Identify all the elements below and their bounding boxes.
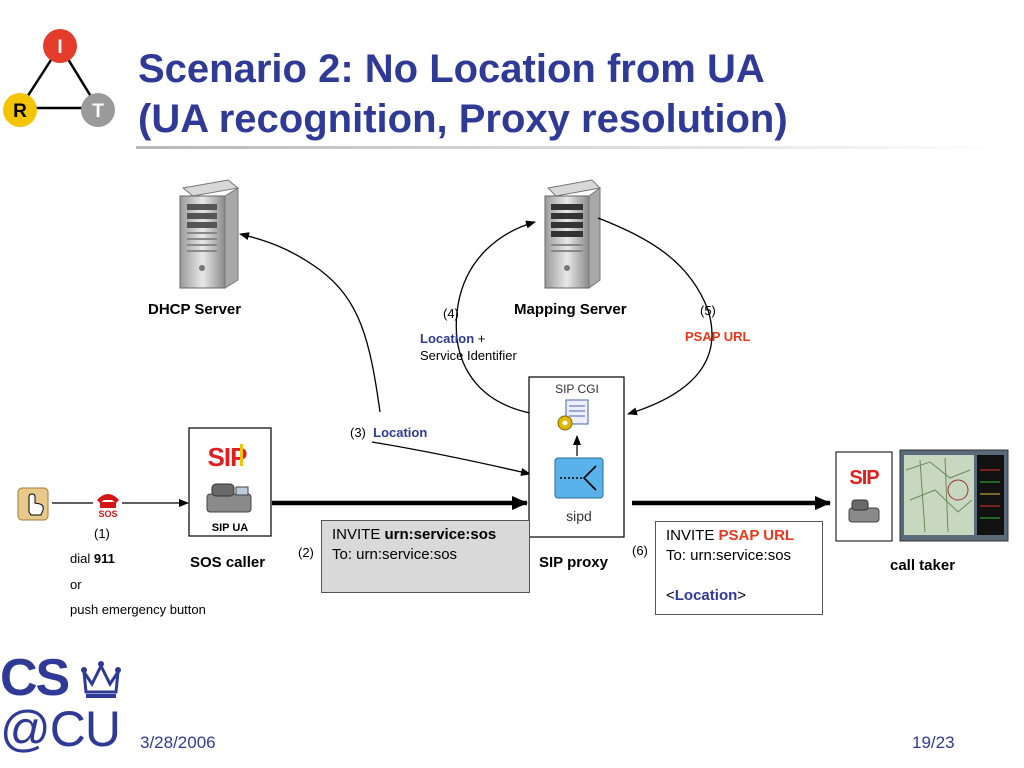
invite-sos-line1: INVITE urn:service:sos — [332, 525, 519, 545]
hand-pointer-icon — [17, 487, 49, 521]
step1-or: or — [70, 577, 82, 592]
step1-number: (1) — [94, 526, 110, 541]
invite-psap-line1: INVITE PSAP URL — [666, 526, 812, 546]
step4-location-line: Location + — [420, 331, 485, 346]
call-taker-label: call taker — [890, 557, 956, 574]
sos-caller-label: SOS caller — [190, 554, 266, 571]
sos-label: SOS — [98, 509, 117, 519]
invite-sos-message: INVITE urn:service:sos To: urn:service:s… — [321, 520, 530, 593]
sip-ua-label: SIP UA — [212, 522, 249, 534]
step3-location: Location — [373, 425, 428, 440]
footer-date: 3/28/2006 — [140, 733, 216, 752]
dispatch-console-screen — [899, 449, 1009, 542]
cgi-script-icon — [557, 399, 589, 431]
dhcp-server-label: DHCP Server — [148, 301, 242, 318]
sip-proxy-box: SIP CGI sipd — [528, 376, 625, 538]
invite-psap-location: Location — [674, 587, 738, 604]
step4-location: Location — [420, 331, 475, 346]
irt-r-letter: R — [13, 101, 27, 122]
call-taker-box: SIP — [835, 449, 1009, 542]
cu-logo-text: @CU — [0, 701, 121, 757]
sos-phone-icon: SOS — [97, 494, 119, 519]
sip-cgi-label: SIP CGI — [555, 382, 599, 396]
title-underline — [136, 146, 996, 149]
step4-number: (4) — [443, 306, 459, 321]
sipd-label: sipd — [566, 508, 592, 524]
invite-psap-gt: > — [737, 587, 747, 604]
sip-proxy-label: SIP proxy — [539, 554, 608, 571]
slide-title-line2: (UA recognition, Proxy resolution) — [138, 97, 788, 141]
dhcp-server-icon — [179, 179, 240, 289]
step4-service-identifier: Service Identifier — [420, 348, 517, 363]
invite-psap-location-line: <Location> — [666, 586, 812, 606]
step4-plus: + — [474, 331, 486, 346]
desk-phone-icon — [206, 483, 252, 513]
invite-psap-lt: < — [666, 587, 675, 604]
invite-psap-prefix: INVITE — [666, 527, 719, 544]
arrow-proxy-to-mapping — [455, 220, 536, 414]
step1-dial-number: 911 — [93, 551, 115, 566]
invite-sos-target: urn:service:sos — [384, 526, 497, 543]
irt-i-letter: I — [57, 37, 62, 58]
mapping-server-icon — [544, 179, 602, 289]
sip-ua-box: SIP SIP UA — [188, 427, 272, 537]
step5-number: (5) — [700, 303, 716, 318]
crown-icon — [81, 661, 121, 698]
step5-psap-url: PSAP URL — [685, 329, 751, 344]
slide-title: Scenario 2: No Location from UA (UA reco… — [138, 44, 998, 144]
step1-push-button: push emergency button — [70, 602, 206, 617]
slide-title-line1: Scenario 2: No Location from UA — [138, 47, 765, 91]
invite-psap-target: PSAP URL — [718, 527, 795, 544]
invite-psap-to: To: urn:service:sos — [666, 547, 792, 564]
arrow-mapping-to-proxy — [597, 217, 713, 416]
call-taker-phone-icon — [848, 499, 880, 523]
call-taker-sip-logo: SIP — [849, 467, 879, 489]
cs-cu-logo: CS @CU — [0, 650, 128, 760]
footer-page-number: 19/23 — [912, 733, 955, 752]
step3-label: (3) Location — [350, 425, 427, 440]
sipd-router-icon — [554, 457, 604, 499]
cs-logo-text: CS — [0, 649, 70, 707]
step6-number: (6) — [632, 543, 648, 558]
step1-dial-prefix: dial — [70, 551, 94, 566]
mapping-server-label: Mapping Server — [514, 301, 627, 318]
step2-number: (2) — [298, 545, 314, 560]
invite-sos-prefix: INVITE — [332, 526, 385, 543]
invite-sos-to: To: urn:service:sos — [332, 546, 458, 563]
irt-t-letter: T — [92, 101, 104, 122]
arrow-location-to-proxy — [371, 441, 531, 476]
invite-psap-message: INVITE PSAP URL To: urn:service:sos <Loc… — [655, 521, 823, 615]
step3-number: (3) — [350, 425, 366, 440]
step1-dial: dial 911 — [70, 551, 115, 566]
irt-logo: I R T — [3, 29, 115, 127]
arrow-dhcp-location — [239, 232, 381, 413]
